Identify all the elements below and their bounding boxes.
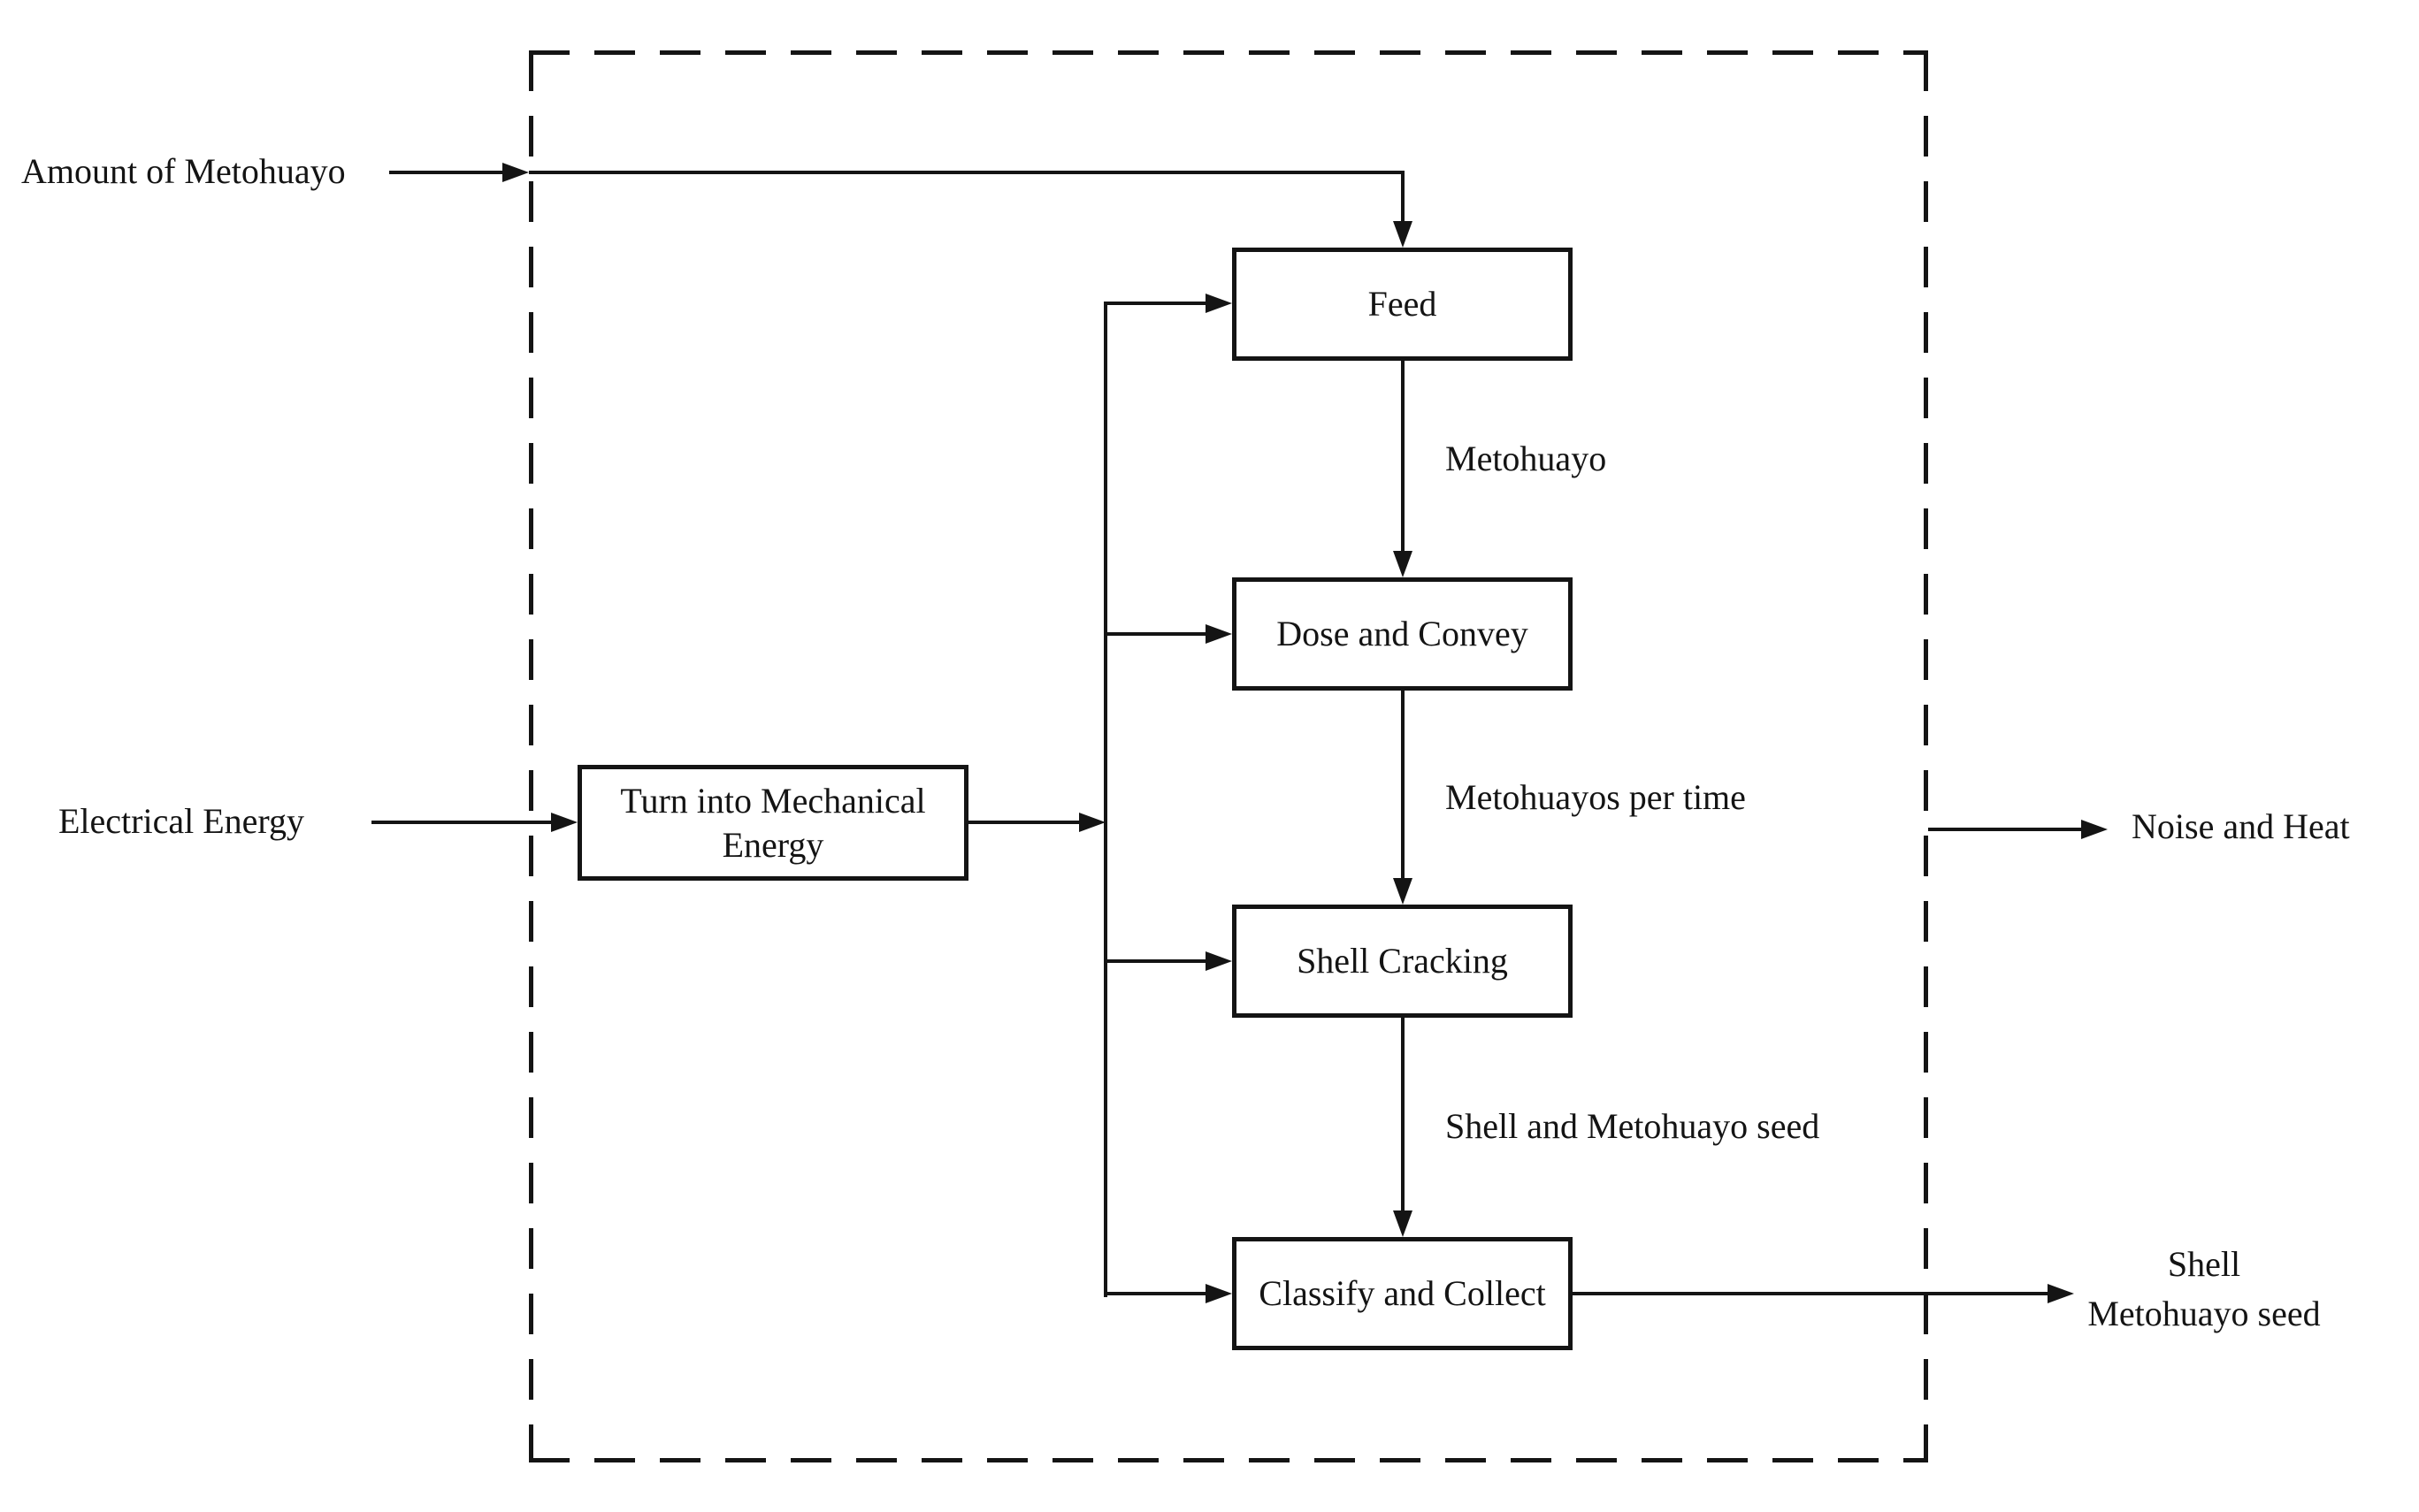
flow-label-metohuayos-per-time: Metohuayos per time xyxy=(1445,777,1746,817)
product-output-arrowhead-icon xyxy=(2048,1284,2074,1303)
amount-boundary-arrowhead-icon xyxy=(502,163,529,182)
output-label-shell-metohuayo-seed: Shell Metohuayo seed xyxy=(2087,1244,2321,1333)
process-label-classify: Classify and Collect xyxy=(1259,1273,1546,1313)
amount-input-line xyxy=(389,171,504,174)
chain-arrowhead-shell-icon xyxy=(1393,878,1412,905)
system-boundary-right xyxy=(1924,50,1928,1462)
output-label-noise-and-heat: Noise and Heat xyxy=(2132,806,2350,846)
turn-output-arrowhead-icon xyxy=(1079,813,1106,832)
chain-line-dose-shell xyxy=(1401,691,1405,878)
input-label-electrical-energy: Electrical Energy xyxy=(58,801,305,841)
branch-arrowhead-shell-icon xyxy=(1206,951,1232,971)
amount-feed-line-drop xyxy=(1401,171,1405,221)
process-box-classify-and-collect: Classify and Collect xyxy=(1232,1237,1573,1350)
process-box-turn-into-mechanical-energy: Turn into Mechanical Energy xyxy=(578,765,968,881)
flow-label-metohuayo: Metohuayo xyxy=(1445,439,1607,478)
branch-arrowhead-feed-icon xyxy=(1206,294,1232,313)
branch-arrowhead-dose-icon xyxy=(1206,624,1232,644)
system-boundary-left xyxy=(529,50,533,1462)
process-box-dose-and-convey: Dose and Convey xyxy=(1232,577,1573,691)
process-box-feed: Feed xyxy=(1232,248,1573,361)
branch-line-feed xyxy=(1106,302,1207,305)
noise-output-line xyxy=(1928,828,2083,831)
turn-output-line xyxy=(968,821,1079,824)
process-box-shell-cracking: Shell Cracking xyxy=(1232,905,1573,1018)
process-label-feed: Feed xyxy=(1367,284,1437,324)
branch-arrowhead-classify-icon xyxy=(1206,1284,1232,1303)
branch-line-classify xyxy=(1106,1292,1207,1295)
process-label-shell: Shell Cracking xyxy=(1297,941,1508,981)
product-output-line xyxy=(1573,1292,2048,1295)
chain-arrowhead-dose-icon xyxy=(1393,551,1412,577)
noise-output-arrowhead-icon xyxy=(2081,820,2108,839)
branch-line-shell xyxy=(1106,959,1207,963)
process-label-turn: Turn into Mechanical Energy xyxy=(620,780,926,865)
system-boundary-bottom xyxy=(529,1458,1928,1462)
electrical-arrowhead-icon xyxy=(551,813,578,832)
electrical-input-line xyxy=(371,821,552,824)
system-boundary-top xyxy=(529,50,1928,55)
chain-arrowhead-classify-icon xyxy=(1393,1210,1412,1237)
flow-label-shell-and-metohuayo-seed: Shell and Metohuayo seed xyxy=(1445,1106,1820,1146)
amount-feed-line-horizontal xyxy=(529,171,1405,174)
chain-line-shell-classify xyxy=(1401,1018,1405,1210)
process-label-dose: Dose and Convey xyxy=(1276,614,1528,653)
chain-line-feed-dose xyxy=(1401,361,1405,551)
branch-line-dose xyxy=(1106,632,1207,636)
input-label-amount-of-metohuayo: Amount of Metohuayo xyxy=(21,151,346,191)
amount-feed-arrowhead-icon xyxy=(1393,221,1412,248)
energy-manifold-line xyxy=(1104,302,1107,1297)
